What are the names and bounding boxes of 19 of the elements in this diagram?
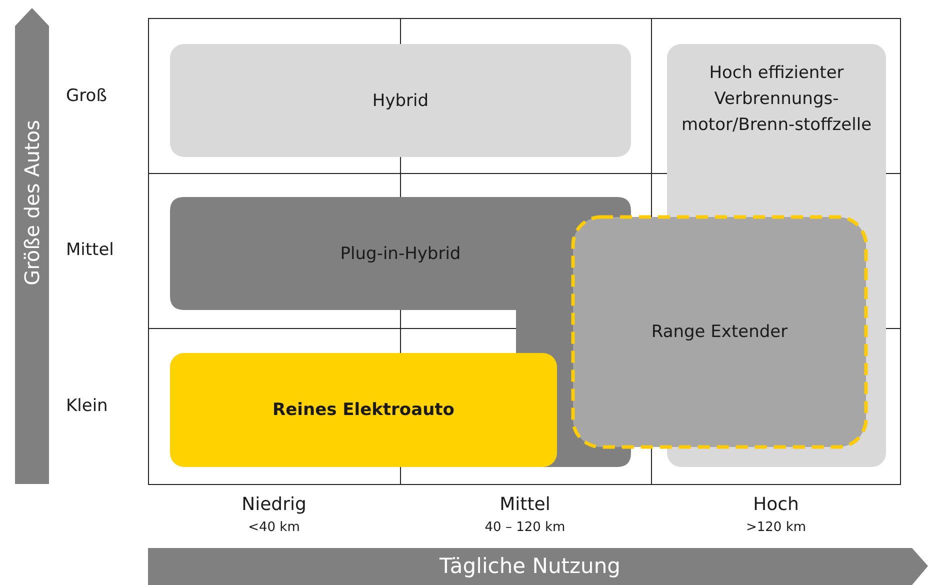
category-area [170,353,557,467]
column-label: Niedrig [242,494,306,515]
row-label: Mittel [66,240,114,260]
axis-title: Größe des Autos [20,120,44,286]
column-label: Mittel [500,494,550,515]
area-label: Plug-in-Hybrid [339,243,462,266]
category-area [170,44,631,157]
row-label: Groß [66,86,107,106]
area-label: Hybrid [371,90,430,113]
row-label: Klein [66,396,108,416]
area-label: Hoch effizienter Verbrennungs-motor/Brenn-stoffzelle [680,62,873,137]
column-sublabel: <40 km [248,520,300,535]
area-label: Reines Elektroauto [272,399,456,422]
axis-title: Tägliche Nutzung [440,554,620,578]
area-label: Range Extender [650,321,789,344]
column-sublabel: >120 km [746,520,806,535]
highlighted-area [571,215,868,449]
column-sublabel: 40 – 120 km [484,520,566,535]
column-label: Hoch [753,494,799,515]
